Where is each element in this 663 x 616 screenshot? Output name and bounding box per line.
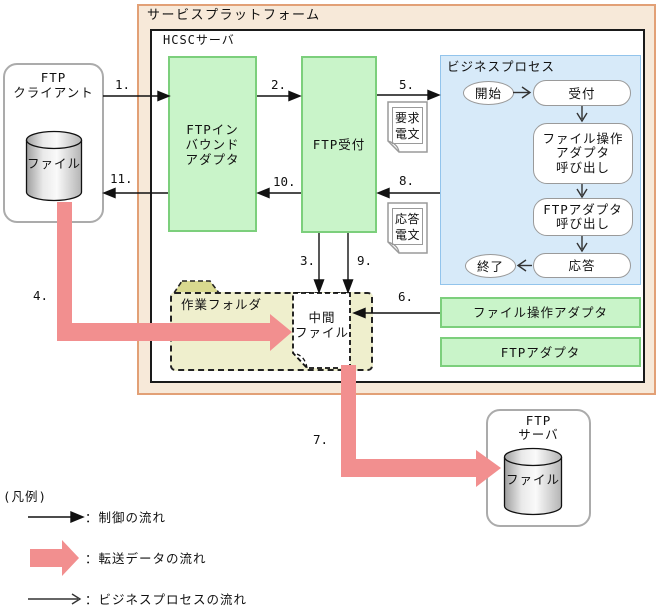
ftp-server-title-line2: サーバ	[518, 427, 559, 442]
work-folder-label: 作業フォルダ	[181, 297, 263, 312]
bp-reception-label: 受付	[568, 85, 596, 101]
flow-number-7: 7.	[313, 432, 329, 447]
intermediate-file-doc: 中間 ファイル	[292, 292, 352, 370]
flow-number-11: 11.	[110, 171, 133, 186]
legend-control-arrow	[28, 510, 85, 524]
bp-ftp-adapter-call-node: FTPアダプタ 呼び出し	[533, 198, 633, 236]
ftp-inbound-line2: バウンド	[185, 136, 240, 152]
flow-number-5: 5.	[399, 77, 415, 92]
bp-response-label: 応答	[568, 258, 596, 273]
bp-file-op-call-line3: 呼び出し	[555, 159, 610, 175]
ftp-inbound-line1: FTPイン	[186, 121, 239, 137]
ftp-inbound-line3: アダプタ	[185, 151, 240, 167]
ftp-inbound-adapter-box: FTPイン バウンド アダプタ	[168, 56, 257, 232]
request-message-doc: 要求 電文	[387, 101, 429, 154]
service-platform-title: サービスプラットフォーム	[147, 8, 321, 23]
client-file-label: ファイル	[26, 156, 81, 171]
legend-transfer-arrow	[30, 540, 79, 576]
document-icon	[387, 101, 428, 153]
intermediate-file-line2: ファイル	[294, 325, 349, 340]
request-doc-line1: 要求	[394, 110, 420, 125]
bp-response-node: 応答	[533, 253, 631, 278]
bp-ftp-adapter-call-line1: FTPアダプタ	[543, 201, 623, 217]
flow-number-1: 1.	[115, 77, 131, 92]
response-doc-line2: 電文	[394, 227, 420, 242]
ftp-server-title-line1: FTP	[525, 413, 552, 428]
legend-process-label: ：ビジネスプロセスの流れ	[85, 592, 248, 607]
file-op-adapter-bar: ファイル操作アダプタ	[440, 297, 641, 328]
legend-transfer-label: ：転送データの流れ	[85, 551, 207, 566]
flow-number-3: 3.	[300, 253, 316, 268]
hcsc-server-title: HCSCサーバ	[163, 33, 235, 47]
bp-ftp-adapter-call-line2: 呼び出し	[555, 216, 610, 231]
legend-control-label: ：制御の流れ	[85, 510, 167, 525]
bp-file-op-call-line2: アダプタ	[555, 145, 610, 161]
bp-file-op-call-node: ファイル操作 アダプタ 呼び出し	[533, 123, 633, 184]
server-file-cylinder-icon	[503, 447, 563, 516]
server-file-label: ファイル	[505, 472, 560, 487]
flow-number-8: 8.	[399, 173, 415, 188]
legend-process-arrow	[28, 593, 82, 605]
bp-start-oval: 開始	[463, 81, 514, 105]
flow-number-6: 6.	[398, 289, 414, 304]
flow-number-2: 2.	[271, 77, 287, 92]
bp-reception-node: 受付	[533, 80, 631, 106]
flow-number-10: 10.	[273, 174, 296, 189]
ftp-reception-label: FTP受付	[312, 137, 366, 152]
ftp-adapter-label: FTPアダプタ	[500, 344, 581, 360]
response-message-doc: 応答 電文	[387, 202, 429, 255]
business-process-title: ビジネスプロセス	[447, 59, 556, 74]
response-doc-line1: 応答	[394, 211, 420, 226]
intermediate-file-line1: 中間	[308, 310, 336, 325]
legend-title: (凡例)	[3, 489, 48, 504]
ftp-client-title-line2: クライアント	[13, 85, 94, 100]
bp-start-label: 開始	[474, 85, 502, 101]
document-icon	[387, 202, 428, 254]
bp-file-op-call-line1: ファイル操作	[542, 130, 624, 146]
file-op-adapter-label: ファイル操作アダプタ	[472, 305, 608, 320]
dashed-document-icon	[292, 292, 351, 369]
ftp-client-title-line1: FTP	[40, 70, 67, 85]
ftp-reception-box: FTP受付	[301, 56, 377, 233]
flow-number-9: 9.	[357, 253, 373, 268]
request-doc-line2: 電文	[394, 126, 420, 141]
flow-number-4: 4.	[33, 288, 49, 303]
ftp-adapter-bar: FTPアダプタ	[440, 337, 641, 367]
bp-end-label: 終了	[476, 258, 504, 274]
client-file-cylinder-icon	[25, 130, 83, 202]
bp-end-oval: 終了	[465, 254, 516, 278]
